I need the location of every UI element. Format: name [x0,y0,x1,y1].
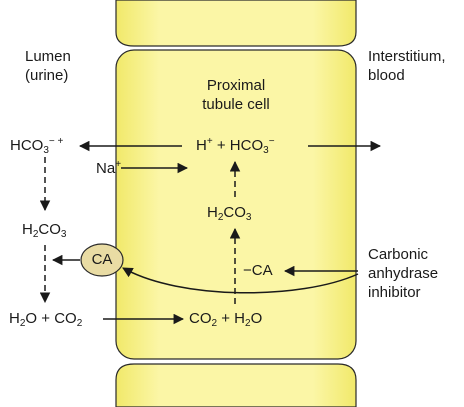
inhibitor-label-line3: inhibitor [368,284,421,301]
lumen-h2co3: H2CO3 [22,221,67,240]
interstitium-sublabel: blood [368,67,405,84]
arrow-inhibitor-to-lumen-ca [122,267,359,294]
lumen-label: Lumen [25,48,71,65]
lumen-na: Na+ [96,159,122,178]
ca-enzyme-ellipse [80,243,124,277]
cell-label: Proximal [206,77,266,94]
lumen-h2o-co2: H2O + CO2 [9,310,83,329]
adjacent-cell-top [115,0,357,47]
cell-inhibited-ca: −CA [243,262,273,279]
inhibitor-label-line1: Carbonic [368,246,429,263]
cell-h-plus-hco3: H+ + HCO3− [196,136,275,156]
lumen-sublabel: (urine) [25,67,69,84]
inhibitor-label-line2: anhydrase [368,265,439,282]
adjacent-cell-bottom [115,363,357,407]
cell-h2co3: H2CO3 [207,204,252,223]
cell-co2-h2o: CO2 + H2O [189,310,263,329]
lumen-hco3: HCO3− + [10,136,64,156]
cell-sublabel: tubule cell [202,96,270,113]
interstitium-label: Interstitium, [368,48,446,65]
proximal-tubule-cell [115,49,357,360]
ca-enzyme-label: CA [91,251,113,268]
